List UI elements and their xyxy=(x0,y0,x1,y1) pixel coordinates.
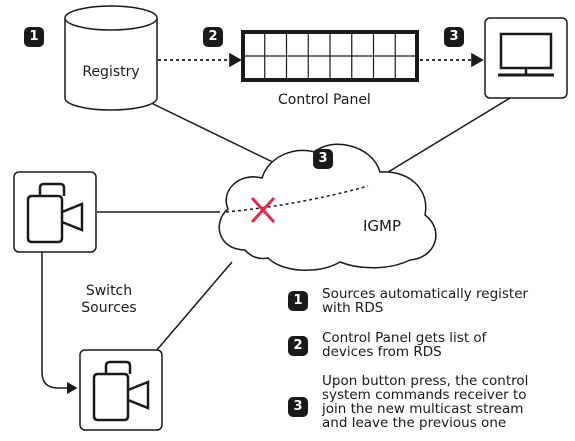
video-camera-icon xyxy=(79,349,163,431)
step-badge: 2 xyxy=(203,27,223,47)
legend-line: Upon button press, the control xyxy=(322,373,529,389)
legend-line: Sources automatically register xyxy=(322,286,529,302)
switch-sources-line: Sources xyxy=(81,300,137,316)
igmp-label: IGMP xyxy=(363,217,402,235)
legend-badge: 2 xyxy=(288,336,308,356)
switch-sources-line: Switch xyxy=(85,283,133,299)
database-cylinder-icon xyxy=(64,5,158,111)
legend-item-text: Upon button press, the control system co… xyxy=(322,374,528,430)
step-badge: 3 xyxy=(313,149,333,169)
legend-line: devices from RDS xyxy=(322,344,442,360)
registry-to-cloud-line xyxy=(144,99,286,169)
control-panel-label: Control Panel xyxy=(278,92,371,108)
step-badge: 3 xyxy=(444,27,464,47)
igmp-cloud xyxy=(218,143,437,271)
switch-sources-label: Switch Sources xyxy=(74,283,144,317)
legend-line: Control Panel gets list of xyxy=(322,330,487,346)
control-panel-grid-icon xyxy=(241,30,419,82)
step-badge: 1 xyxy=(24,27,44,47)
cloud-to-camera-bottom-line xyxy=(149,261,233,359)
legend-item-text: Sources automatically register with RDS xyxy=(322,287,528,315)
legend-line: with RDS xyxy=(322,300,384,316)
legend-badge: 3 xyxy=(288,397,308,417)
display-to-cloud-line xyxy=(374,97,511,181)
legend-badge: 1 xyxy=(288,291,308,311)
switch-sources-arrow xyxy=(41,252,78,394)
x-mark-icon xyxy=(250,196,276,224)
monitor-icon xyxy=(484,17,568,99)
registry-label: Registry xyxy=(82,64,140,80)
legend-line: system commands receiver to xyxy=(322,387,527,403)
legend-line: and leave the previous one xyxy=(322,415,507,431)
multicast-stream-dashed xyxy=(225,185,369,213)
video-camera-icon xyxy=(13,171,97,253)
legend-item-text: Control Panel gets list of devices from … xyxy=(322,331,486,359)
legend-line: join the new multicast stream xyxy=(322,401,524,417)
